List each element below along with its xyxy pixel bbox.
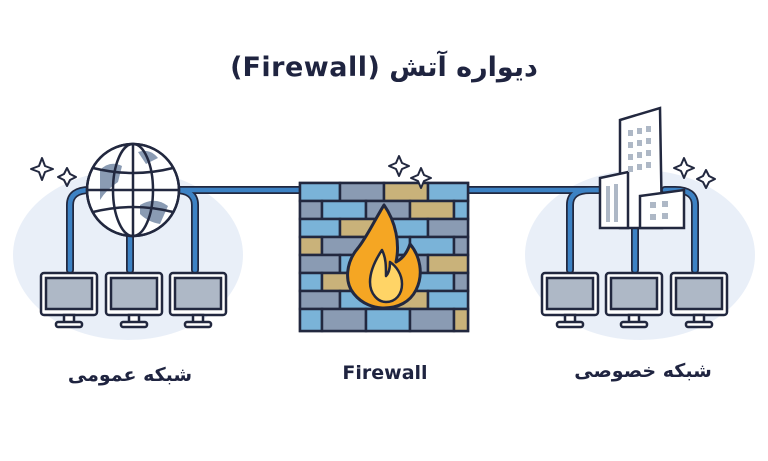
building-icon	[598, 106, 686, 230]
diagram-title: دیواره آتش (Firewall)	[230, 52, 538, 83]
monitor-icon	[39, 271, 99, 329]
monitor-icon	[168, 271, 228, 329]
private-network-label: شبکه خصوصی	[574, 360, 712, 382]
public-network-label: شبکه عمومی	[67, 364, 193, 386]
monitor-icon	[104, 271, 164, 329]
flame-icon	[346, 203, 422, 310]
monitor-icon	[540, 271, 600, 329]
firewall-label: Firewall	[342, 362, 428, 384]
monitor-icon	[604, 271, 664, 329]
sparkle-icons	[30, 155, 716, 189]
public-computers	[39, 271, 228, 329]
monitor-icon	[669, 271, 729, 329]
private-computers	[540, 271, 729, 329]
globe-icon	[85, 142, 181, 238]
